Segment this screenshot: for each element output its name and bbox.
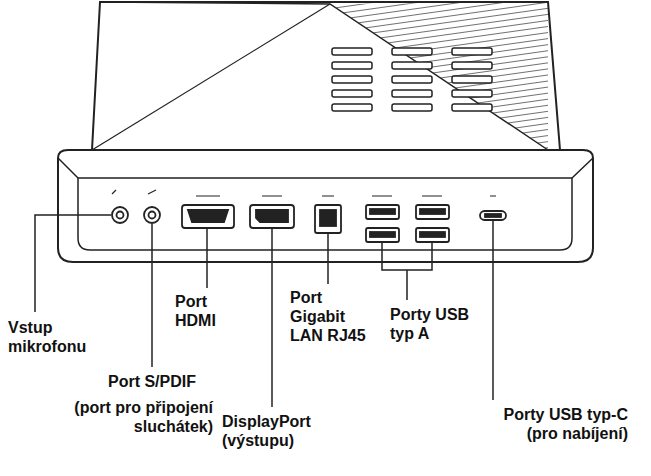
label-text: Port Gigabit LAN RJ45: [290, 288, 372, 345]
vent-slot: [392, 90, 432, 97]
vent-slot: [452, 48, 492, 55]
label-text: Port S/PDIF: [108, 372, 228, 391]
vent-slot: [332, 48, 372, 55]
vent-slot: [332, 62, 372, 69]
leader-lines: [35, 215, 493, 407]
label-text: Port HDMI: [175, 292, 235, 330]
vent-slot: [452, 90, 492, 97]
vent-slot: [452, 104, 492, 111]
vent-slot: [332, 76, 372, 83]
vent-slot: [392, 76, 432, 83]
vent-slots: [332, 48, 492, 111]
label-text: Vstup mikrofonu: [8, 318, 118, 356]
vent-slot: [452, 62, 492, 69]
label-text: Porty USB typ-C (pro nabíjení): [478, 405, 628, 443]
vent-slot: [392, 104, 432, 111]
ports: [112, 190, 506, 242]
vent-slot: [452, 76, 492, 83]
label-text: DisplayPort (výstupu): [222, 412, 332, 450]
vent-slot: [392, 62, 432, 69]
vent-slot: [332, 90, 372, 97]
vent-slot: [392, 48, 432, 55]
label-text: (port pro připojení sluchátek): [8, 398, 213, 436]
label-text: Porty USB typ A: [390, 305, 485, 343]
dock-body: [58, 2, 593, 262]
vent-slot: [332, 104, 372, 111]
